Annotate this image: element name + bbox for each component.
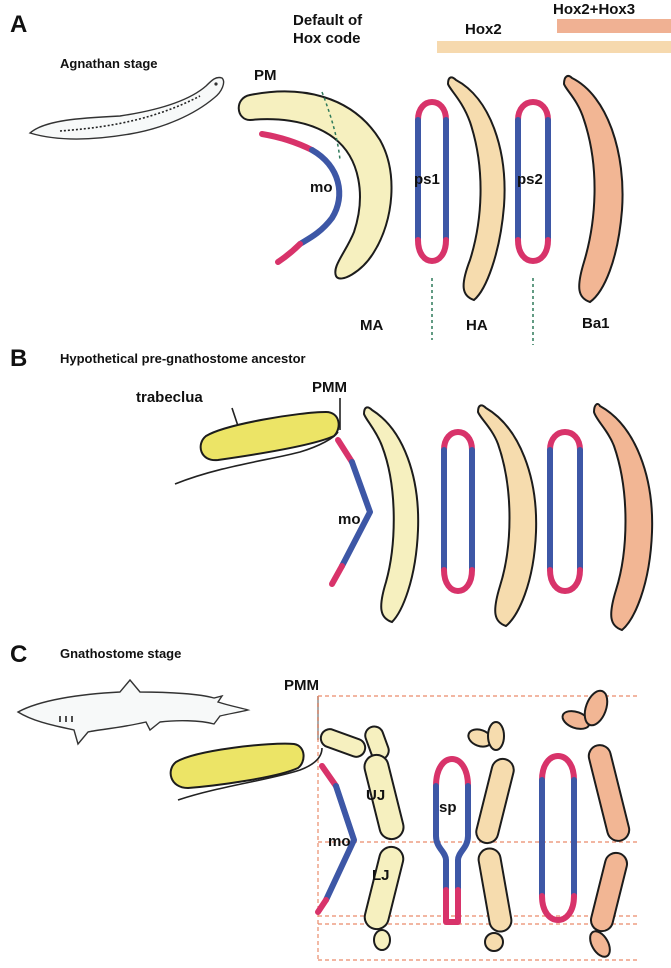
ba1-label: Ba1 (582, 315, 610, 332)
lj-label: LJ (372, 867, 390, 884)
panel-c-letter: C (10, 641, 27, 668)
pharyngeal-pouch-2-c (542, 756, 574, 920)
default-hox-code-line1: Default of (293, 12, 363, 29)
spiracle-pouch-sp (436, 759, 468, 922)
uj-label: UJ (366, 787, 385, 804)
branchial-arch-1-cartilages-c (560, 688, 631, 960)
pm-label: PM (254, 67, 277, 84)
mo-label-a: mo (310, 179, 333, 196)
panel-a-stage-title: Agnathan stage (60, 56, 158, 71)
hox2-label: Hox2 (465, 21, 502, 38)
hyoid-arch-b (478, 405, 536, 626)
panel-b-letter: B (10, 345, 27, 372)
hyoid-cartilages-c (466, 722, 516, 951)
mandibular-arch-b (364, 407, 418, 622)
trabecula-c (171, 744, 304, 788)
hox2-hox3-bar (557, 19, 671, 33)
panel-a-letter: A (10, 11, 27, 38)
trabeclua-label: trabeclua (136, 389, 203, 406)
hox2-bar (437, 41, 671, 53)
branchial-arch-1-a (564, 76, 623, 302)
shark-illustration (18, 680, 248, 744)
hyoid-arch-a (448, 77, 505, 300)
sp-label: sp (439, 799, 457, 816)
pmm-label-b: PMM (312, 379, 347, 396)
ma-label: MA (360, 317, 383, 334)
default-hox-code-line2: Hox code (293, 30, 361, 47)
branchial-arch-1-b (594, 404, 652, 630)
mo-label-c: mo (328, 833, 351, 850)
panel-c-stage-title: Gnathostome stage (60, 646, 181, 661)
hox2-hox3-label: Hox2+Hox3 (553, 1, 635, 18)
ps2-label: ps2 (517, 171, 543, 188)
pharyngeal-pouch-2-b (550, 432, 580, 591)
pmm-label-c: PMM (284, 677, 319, 694)
mo-label-b: mo (338, 511, 361, 528)
trabecula-b (201, 412, 339, 460)
ps1-label: ps1 (414, 171, 440, 188)
lamprey-illustration (30, 77, 224, 139)
oral-pouch-mo-a (262, 134, 339, 262)
panel-b-stage-title: Hypothetical pre-gnathostome ancestor (60, 351, 306, 366)
pharyngeal-pouch-1-b (444, 432, 472, 591)
ha-label: HA (466, 317, 488, 334)
